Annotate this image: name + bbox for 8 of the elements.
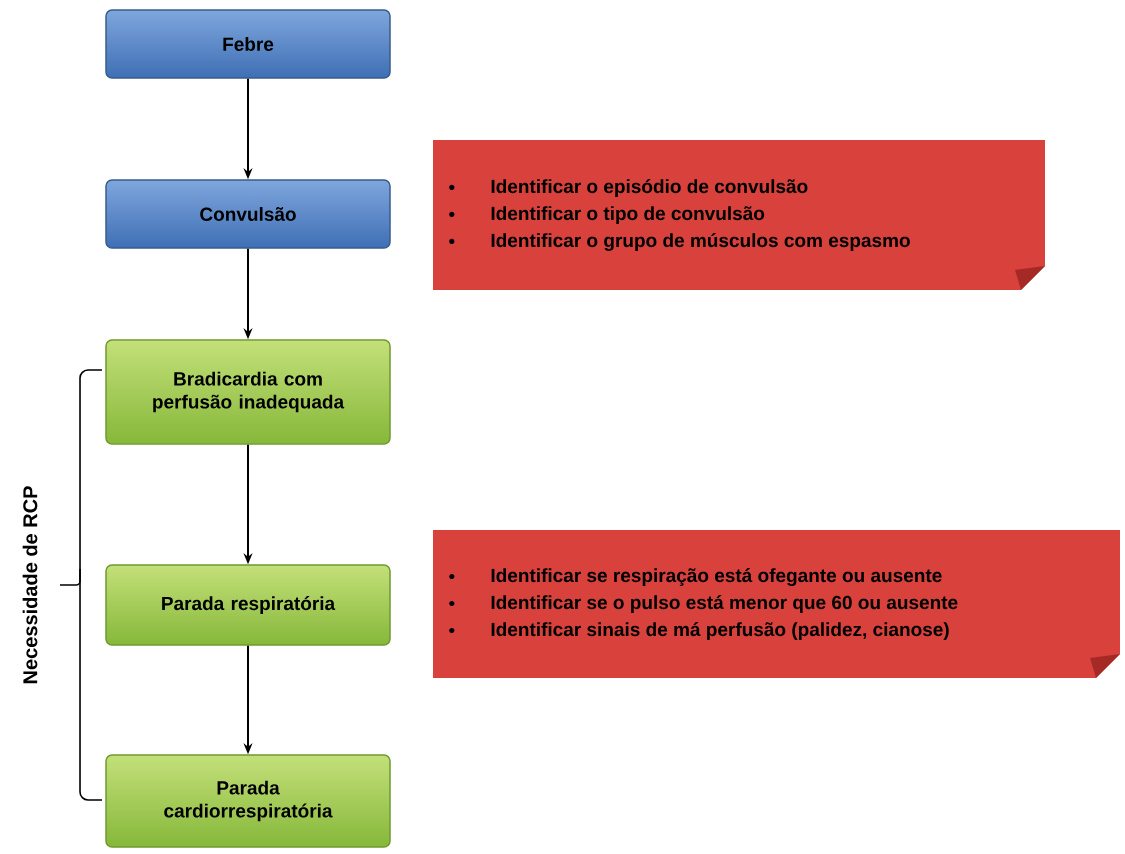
process-box: Parada cardiorrespiratória — [105, 754, 391, 848]
process-box: Febre — [105, 9, 391, 79]
process-box: Parada respiratória — [105, 564, 391, 646]
note-box: Identificar se respiração está ofegante ou ausente Identificar se o pulso está menor que 60 ou ausente Identificar sinais de má perfusão (palidez, cianose) — [433, 530, 1120, 678]
note-box: Identificar o episódio de convulsão Identificar o tipo de convulsão Identificar o grupo de músculos com espasmo — [433, 140, 1045, 290]
process-box: Bradicardia com perfusão inadequada — [105, 339, 391, 445]
process-box: Convulsão — [105, 179, 391, 249]
side-label: Necessidade de RCP — [22, 486, 38, 684]
